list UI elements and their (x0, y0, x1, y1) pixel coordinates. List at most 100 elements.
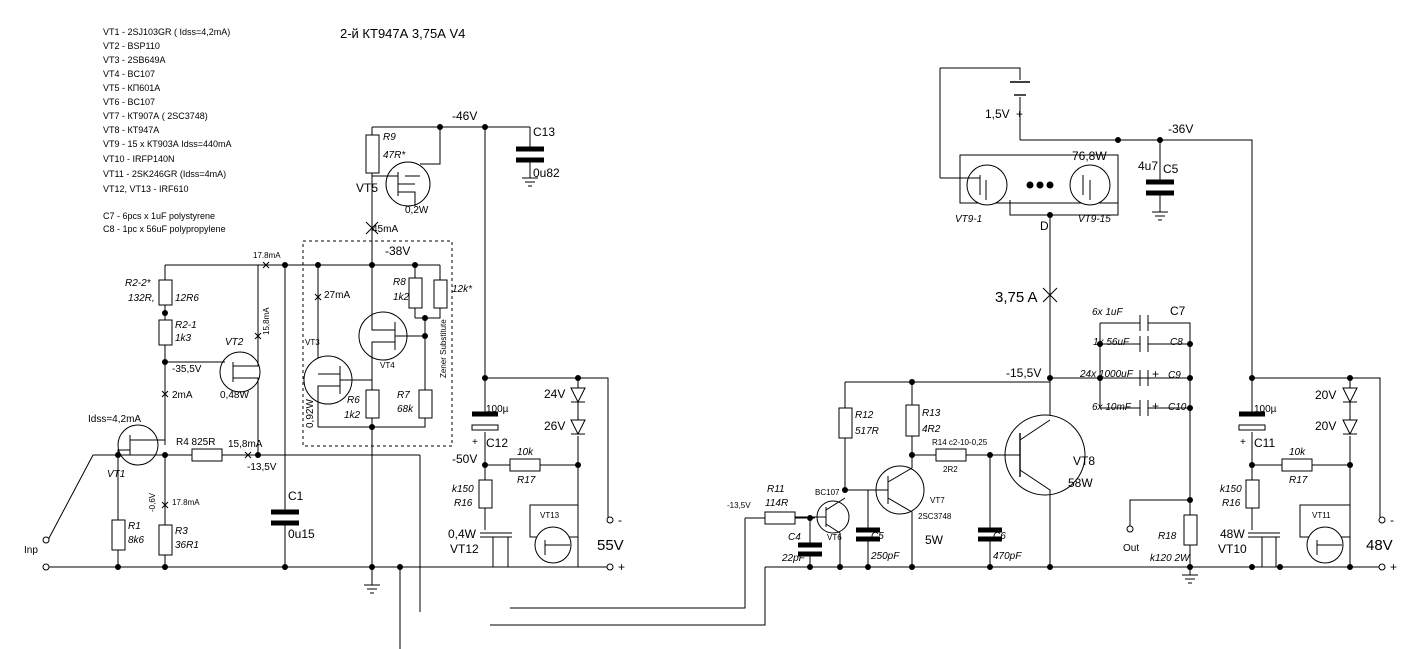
node-dot (482, 124, 488, 130)
supply-neg-terminal-right[interactable] (1378, 516, 1386, 524)
r14-value: 2R2 (943, 465, 958, 474)
r17-resistor (509, 458, 541, 472)
output-terminal[interactable] (1126, 525, 1134, 533)
c6-name: C6 (993, 531, 1006, 542)
input-terminal[interactable] (42, 536, 50, 544)
vt7-leads (845, 467, 913, 567)
r2-2-name: R2-2* (125, 278, 152, 289)
parts-list-item: VT3 - 2SB649A (103, 55, 166, 65)
vt12-power: 0,4W (448, 527, 477, 541)
parts-list-item: VT7 - КТ907А ( 2SC3748) (103, 111, 208, 121)
r13-value: 4R2 (922, 424, 941, 435)
r6-name: R6 (347, 395, 360, 406)
current-2ma: 2mA (172, 390, 193, 401)
zener-substitute-box (302, 240, 453, 447)
r1-value: 8k6 (128, 535, 145, 546)
vt9-1-transistor (966, 164, 1008, 206)
r11-value: 114R (765, 498, 788, 509)
r2-2-resistor (158, 279, 173, 306)
r16-right-name: R16 (1222, 498, 1241, 509)
vt2-transistor-body (219, 351, 261, 393)
c11-plus: + (1240, 437, 1246, 448)
parts-list-item: VT11 - 2SK246GR (Idss=4mA) (103, 169, 226, 179)
r17-value: 10k (517, 447, 534, 458)
supply-minus-right: - (1390, 513, 1394, 527)
r3-value: 36R1 (175, 540, 199, 551)
parts-list-item: VT6 - BC107 (103, 97, 155, 107)
r17-name: R17 (517, 475, 536, 486)
r2-1-name: R2-1 (175, 320, 197, 331)
rail-neg38-label: -38V (385, 244, 410, 258)
vt8-name: VT8 (1073, 454, 1095, 468)
vt4-leads (371, 265, 425, 380)
c4-value: 22pF (781, 553, 806, 564)
current-27ma: 27mA (324, 290, 350, 301)
rail-neg36-label: -36V (1168, 122, 1193, 136)
r1-resistor (111, 519, 126, 551)
ground-terminal[interactable] (42, 563, 50, 571)
supply-neg-terminal[interactable] (606, 516, 614, 524)
supply-plus-right: + (1390, 560, 1397, 574)
vt4-name: VT4 (380, 361, 395, 370)
vt8-power: 58W (1068, 476, 1093, 490)
c5b-name: C5 (871, 531, 884, 542)
c9-name: C9 (1168, 370, 1181, 381)
vt1-idss: Idss=4,2mA (88, 414, 141, 425)
r11-name: R11 (767, 484, 785, 495)
r9-resistor (365, 134, 380, 174)
c9-value: 24x 1000uF (1079, 369, 1134, 380)
voltage-neg06: -0,6V (148, 492, 157, 512)
rail-neg36-wire (1020, 139, 1253, 378)
r13-name: R13 (922, 408, 941, 419)
r12-resistor (838, 407, 853, 439)
ellipsis-dot (1046, 181, 1054, 189)
c1-name: C1 (288, 489, 304, 503)
supply-55v: 55V (597, 537, 624, 554)
r17-right-name: R17 (1289, 475, 1308, 486)
vt10-gate (1248, 532, 1280, 567)
c12-capacitor (471, 424, 499, 431)
parts-list-item: VT1 - 2SJ103GR ( Idss=4,2mA) (103, 27, 230, 37)
r3-resistor (158, 524, 173, 556)
r12k-resistor (433, 279, 448, 309)
c5b-value: 250pF (870, 551, 900, 562)
vt9-1-name: VT9-1 (955, 214, 982, 225)
vt11-name: VT11 (1312, 511, 1331, 520)
vt10-name: VT10 (1218, 542, 1247, 556)
zener-20v-b-label: 20V (1315, 419, 1336, 433)
c13-value: 0u82 (533, 166, 560, 180)
c6-value: 470pF (993, 551, 1022, 562)
vt2-power: 0,48W (220, 390, 249, 401)
r3-name: R3 (175, 526, 188, 537)
supply-pos-terminal[interactable] (606, 563, 614, 571)
r8-value: 1k2 (393, 292, 410, 303)
r16-resistor (478, 479, 493, 509)
c10-plus: + (1152, 399, 1159, 413)
vt6-part: BC107 (815, 488, 840, 497)
voltage-neg155: -15,5V (1006, 366, 1041, 380)
parts-list-item: VT9 - 15 x КТ903А Idss=440mA (103, 139, 232, 149)
vt9-power: 76,8W (1072, 149, 1107, 163)
supply-minus: - (618, 513, 622, 527)
input-ground-bus (47, 454, 610, 568)
c13-name: C13 (533, 125, 555, 139)
voltage-neg50: -50V (452, 452, 477, 466)
r6-resistor (365, 389, 380, 419)
r1-r3-wire (117, 455, 166, 567)
r17-right-value: 10k (1289, 447, 1306, 458)
vt2-leads (165, 265, 259, 455)
supply-48v: 48V (1366, 537, 1393, 554)
parts-list-item: VT8 - КТ947А (103, 125, 159, 135)
battery-loop (939, 67, 1021, 178)
r13-resistor (905, 404, 920, 437)
r18-name: R18 (1158, 531, 1177, 542)
r18-value: k120 2W (1150, 553, 1191, 564)
current-158ma-vertical: 15,8mA (262, 307, 271, 335)
parts-list: VT1 - 2SJ103GR ( Idss=4,2mA) VT2 - BSP11… (103, 27, 232, 234)
vt9-array-box (959, 154, 1119, 204)
r16-right-resistor (1245, 479, 1260, 509)
r2-2-value-a: 132R, (128, 293, 155, 304)
supply-pos-terminal-right[interactable] (1378, 563, 1386, 571)
r12-name: R12 (855, 410, 874, 421)
